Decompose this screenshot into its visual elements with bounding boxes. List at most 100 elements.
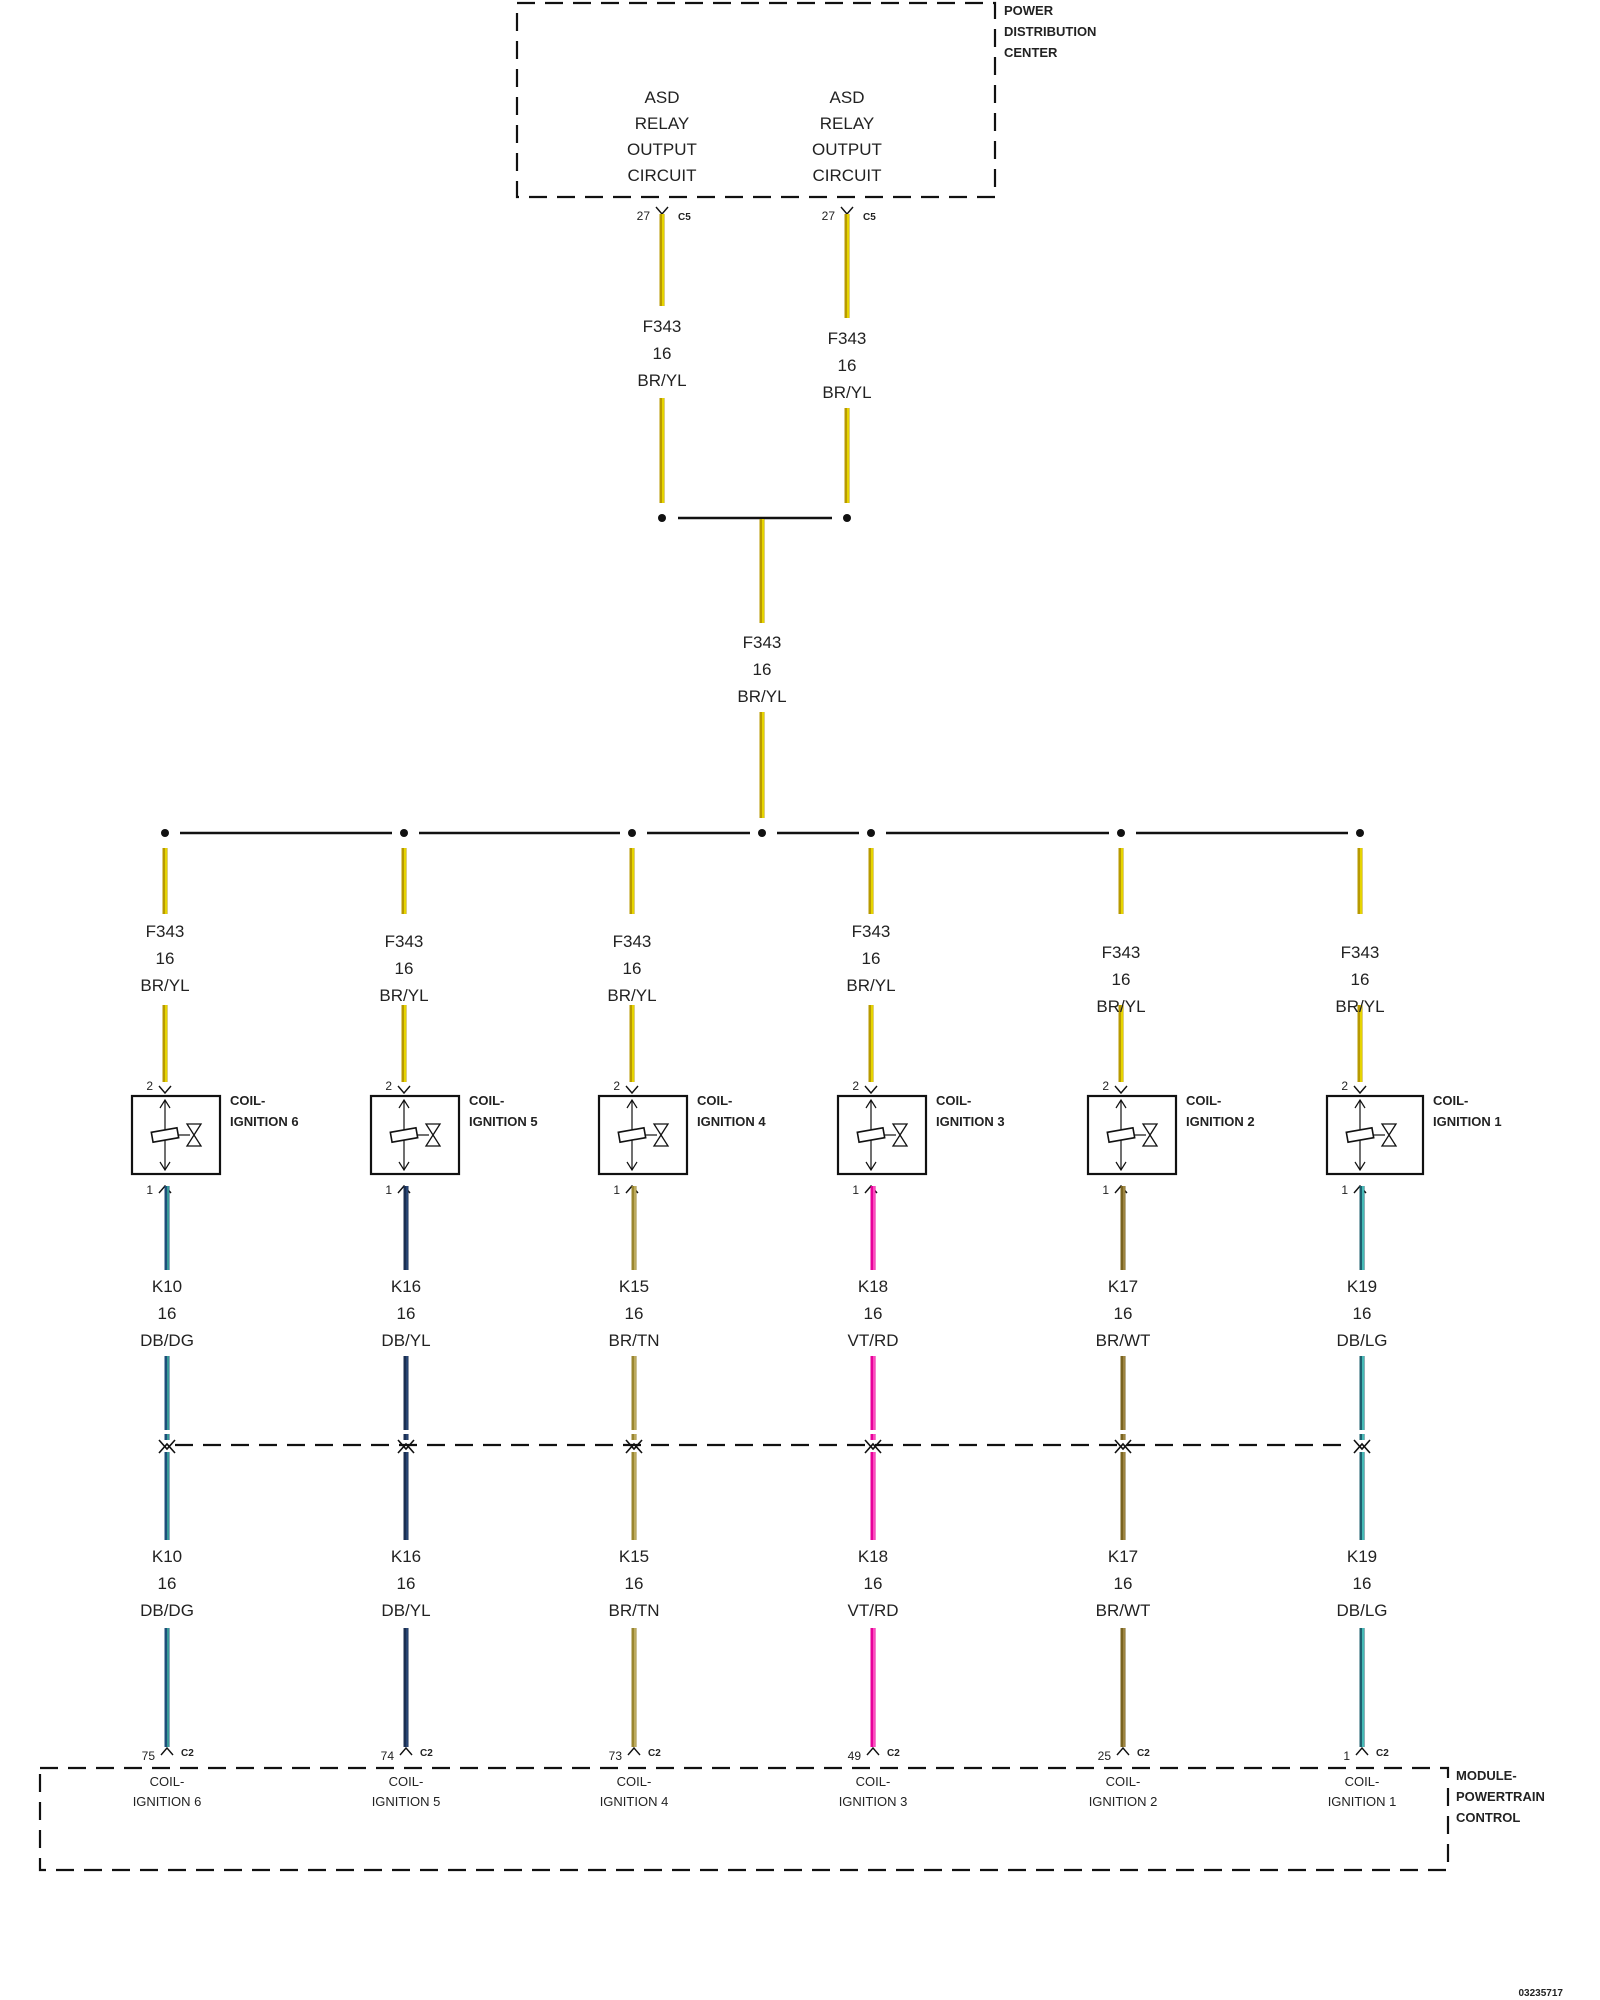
pcm-pin-number: 73 (609, 1749, 623, 1763)
inline-connector-symbol (625, 1439, 643, 1451)
control-wire-lower-color-code: VT/RD (848, 1601, 899, 1620)
pcm-coil-label: IGNITION 6 (133, 1794, 202, 1809)
asd-relay-output-circuit-text: CIRCUIT (628, 166, 697, 185)
coil-label: IGNITION 5 (469, 1114, 538, 1129)
coil-pin-in: 2 (385, 1079, 392, 1093)
coil-winding-icon (150, 1126, 180, 1144)
coil-supply-wire-gauge: 16 (1112, 970, 1131, 989)
control-wire-circuit: K15 (619, 1277, 649, 1296)
pcm-coil-label: IGNITION 3 (839, 1794, 908, 1809)
coil-label: COIL- (1433, 1093, 1468, 1108)
coil-supply-wire-circuit: F343 (1102, 943, 1141, 962)
inline-connector-symbol (1114, 1442, 1132, 1454)
figure-id: 03235717 (1519, 1988, 1564, 1999)
pdc-connector-pin (840, 206, 854, 216)
upper-wire-2-circuit: F343 (828, 329, 867, 348)
pcm-connector-id: C2 (181, 1748, 194, 1759)
control-wire-color-code: DB/LG (1336, 1331, 1387, 1350)
pdc-connector-id: C5 (678, 212, 691, 223)
coil-valve-icon (1141, 1123, 1159, 1147)
coil-winding-icon (389, 1126, 419, 1144)
pcm-pin-number: 75 (142, 1749, 156, 1763)
inline-connector-symbol (158, 1439, 176, 1451)
control-wire-color-code: BR/TN (609, 1331, 660, 1350)
coil-supply-wire-color-code: BR/YL (1096, 997, 1145, 1016)
pcm-label-line: MODULE- (1456, 1768, 1517, 1783)
coil-arrow-up-icon (159, 1098, 171, 1109)
coil-arrow-down-icon (865, 1161, 877, 1172)
control-wire-lower-circuit: K10 (152, 1547, 182, 1566)
coil-supply-wire-color-code: BR/YL (379, 986, 428, 1005)
coil-label: COIL- (1186, 1093, 1221, 1108)
pcm-coil-label: COIL- (389, 1774, 424, 1789)
coil-pin-in: 2 (852, 1079, 859, 1093)
control-wire-color-code: DB/YL (381, 1331, 430, 1350)
upper-wire-2-gauge: 16 (838, 356, 857, 375)
inline-connector-symbol (397, 1439, 415, 1451)
control-wire-lower-gauge: 16 (397, 1574, 416, 1593)
pcm-label-line: POWERTRAIN (1456, 1789, 1545, 1804)
coil-arrow-down-icon (1115, 1161, 1127, 1172)
upper-wire-1-gauge: 16 (653, 344, 672, 363)
control-wire-gauge: 16 (158, 1304, 177, 1323)
coil-arrow-down-icon (159, 1161, 171, 1172)
pdc-label-line: CENTER (1004, 45, 1058, 60)
inline-connector-symbol (864, 1442, 882, 1454)
coil-arrow-down-icon (398, 1161, 410, 1172)
coil-winding-icon (1106, 1126, 1136, 1144)
splice-dot (1117, 829, 1125, 837)
pcm-label-line: CONTROL (1456, 1810, 1520, 1825)
trunk-wire-gauge: 16 (753, 660, 772, 679)
coil-valve-icon (891, 1123, 909, 1147)
coil-pin-in: 2 (1102, 1079, 1109, 1093)
control-wire-lower-color-code: DB/LG (1336, 1601, 1387, 1620)
trunk-wire-circuit: F343 (743, 633, 782, 652)
pcm-connector-id: C2 (420, 1748, 433, 1759)
control-wire-lower-color-code: BR/TN (609, 1601, 660, 1620)
pdc-pin-number: 27 (822, 209, 836, 223)
splice-dot (1356, 829, 1364, 837)
pcm-coil-label: IGNITION 1 (1328, 1794, 1397, 1809)
pcm-connector-id: C2 (887, 1748, 900, 1759)
coil-arrow-up-icon (398, 1098, 410, 1109)
control-wire-gauge: 16 (864, 1304, 883, 1323)
pcm-pin-number: 25 (1098, 1749, 1112, 1763)
coil-pin-out: 1 (1102, 1183, 1109, 1197)
control-wire-lower-gauge: 16 (864, 1574, 883, 1593)
control-wire-color-code: BR/WT (1096, 1331, 1151, 1350)
control-wire-circuit: K10 (152, 1277, 182, 1296)
upper-wire-1-color-code: BR/YL (637, 371, 686, 390)
coil-supply-wire-gauge: 16 (1351, 970, 1370, 989)
control-wire-circuit: K16 (391, 1277, 421, 1296)
pcm-coil-label: COIL- (1106, 1774, 1141, 1789)
control-wire-circuit: K19 (1347, 1277, 1377, 1296)
trunk-wire-color-code: BR/YL (737, 687, 786, 706)
coil-supply-wire-gauge: 16 (156, 949, 175, 968)
control-wire-lower-color-code: DB/YL (381, 1601, 430, 1620)
control-wire-gauge: 16 (625, 1304, 644, 1323)
coil-label: COIL- (936, 1093, 971, 1108)
coil-winding-icon (1345, 1126, 1375, 1144)
coil-pin-out: 1 (146, 1183, 153, 1197)
coil-pin-out: 1 (613, 1183, 620, 1197)
control-wire-lower-circuit: K19 (1347, 1547, 1377, 1566)
pdc-connector-pin (655, 206, 669, 216)
asd-relay-output-circuit-text: RELAY (820, 114, 875, 133)
coil-pin-in: 2 (1341, 1079, 1348, 1093)
control-wire-lower-gauge: 16 (625, 1574, 644, 1593)
control-wire-lower-circuit: K17 (1108, 1547, 1138, 1566)
upper-wire-2-color-code: BR/YL (822, 383, 871, 402)
pcm-connector-id: C2 (1376, 1748, 1389, 1759)
coil-supply-wire-gauge: 16 (395, 959, 414, 978)
coil-valve-icon (185, 1123, 203, 1147)
inline-connector-symbol (1353, 1442, 1371, 1454)
splice-dot (758, 829, 766, 837)
control-wire-gauge: 16 (1353, 1304, 1372, 1323)
asd-relay-output-circuit-text: ASD (645, 88, 680, 107)
splice-dot (843, 514, 851, 522)
coil-supply-wire-circuit: F343 (613, 932, 652, 951)
coil-valve-icon (424, 1123, 442, 1147)
pcm-connector-pin (866, 1746, 880, 1756)
coil-arrow-up-icon (865, 1098, 877, 1109)
